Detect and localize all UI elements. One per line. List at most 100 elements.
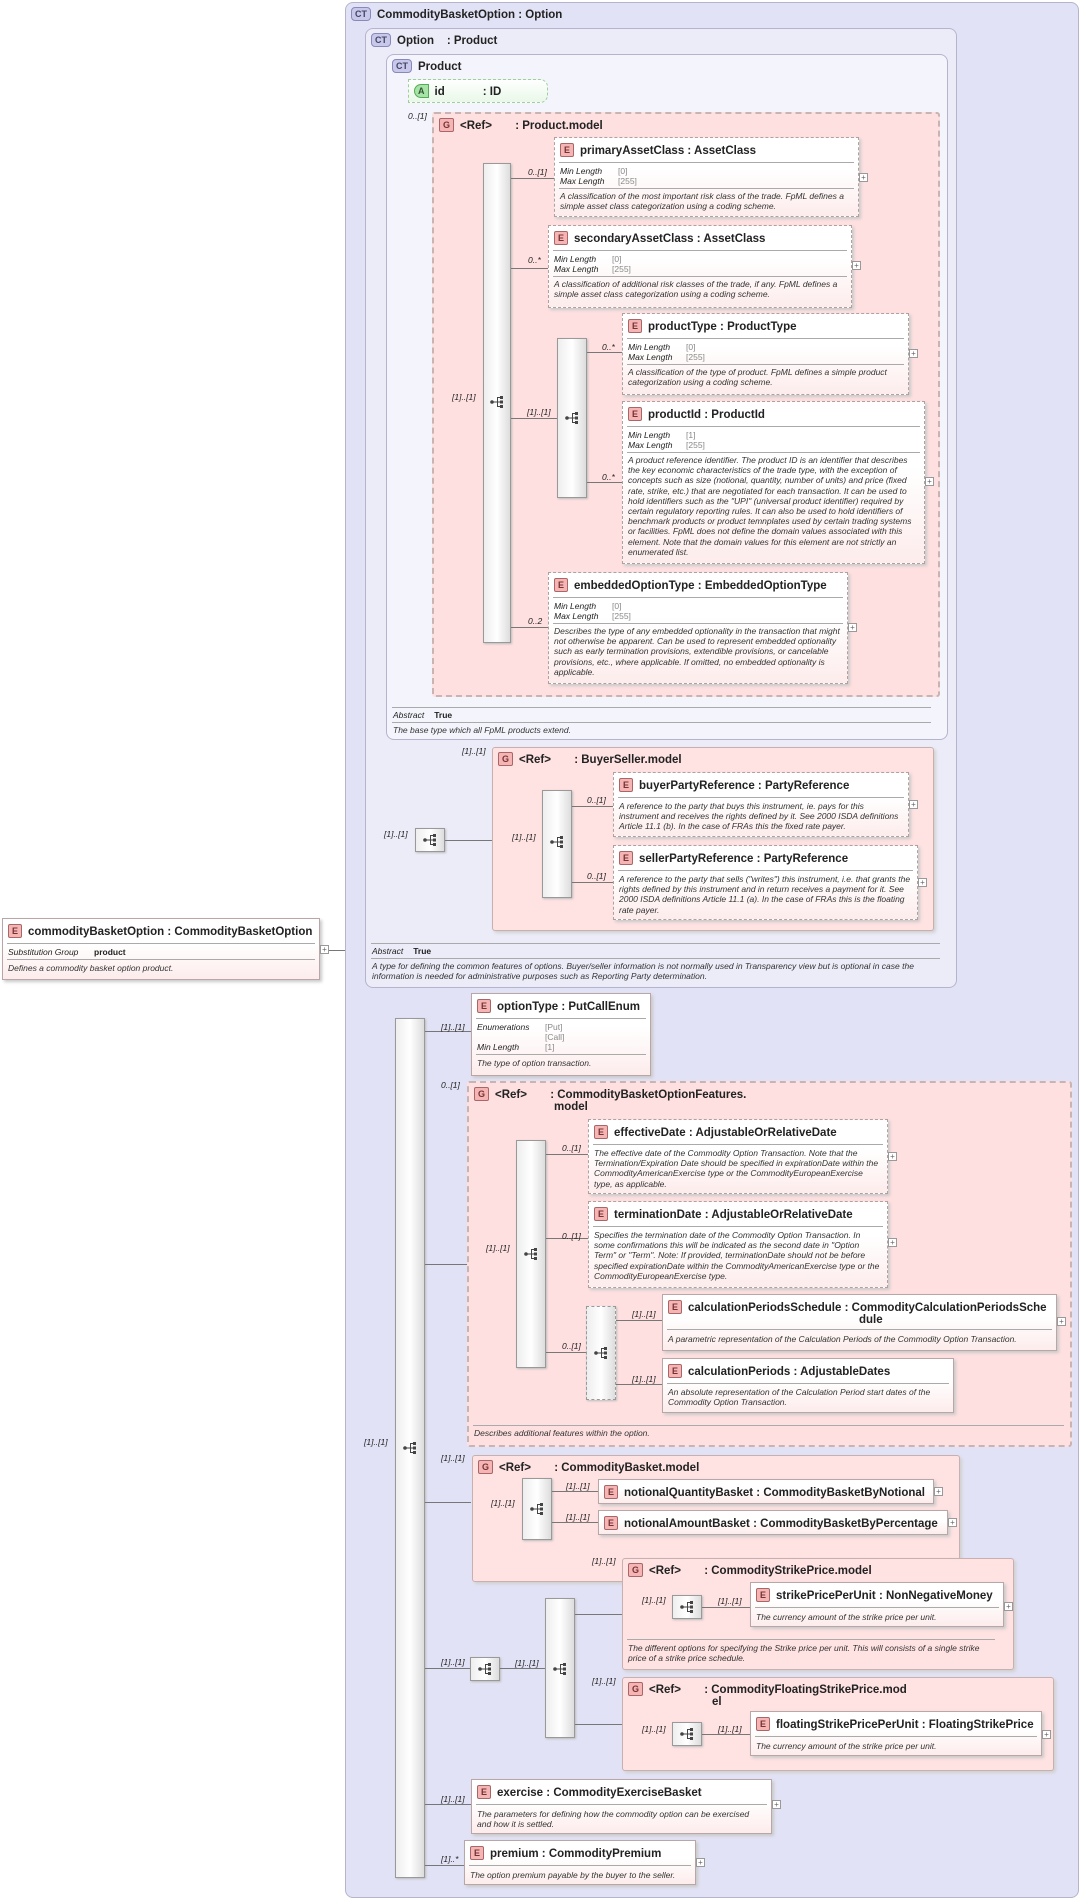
prop-label: Max Length — [560, 176, 605, 186]
element-doc: A reference to the party that buys this … — [619, 801, 899, 832]
group-badge: G — [474, 1087, 490, 1101]
product-doc: The base type which all FpML products ex… — [393, 725, 571, 735]
group-type: CommodityFloatingStrikePrice.mod — [711, 1684, 907, 1696]
prop-value: [255] — [686, 352, 705, 362]
expand-icon[interactable]: + — [925, 477, 934, 486]
element-type: PartyReference — [763, 853, 849, 865]
element-doc: The parameters for defining how the comm… — [477, 1809, 750, 1830]
group-badge: G — [498, 752, 514, 766]
occurrence: [1]..[1] — [364, 1437, 388, 1447]
element-name: buyerPartyReference — [639, 780, 755, 792]
occurrence: [1]..[1] — [592, 1556, 616, 1566]
expand-icon[interactable]: + — [1042, 1730, 1051, 1739]
expand-icon[interactable]: + — [909, 349, 918, 358]
element-badge: E — [594, 1125, 609, 1139]
connector — [572, 806, 613, 807]
connector — [702, 1607, 750, 1608]
element-name: embeddedOptionType — [574, 580, 695, 592]
element-type: ProductId — [711, 409, 765, 421]
element-type: CommodityBasketByPercentage — [760, 1518, 938, 1530]
group-ref: <Ref> — [495, 1089, 527, 1101]
element-type: AssetClass — [703, 233, 766, 245]
connector — [511, 268, 548, 269]
expand-icon[interactable]: + — [1057, 1317, 1066, 1326]
element-name: effectiveDate — [614, 1127, 686, 1139]
sep: : — [546, 1787, 551, 1799]
expand-icon[interactable]: + — [696, 1858, 705, 1867]
occurrence: 0..* — [602, 472, 615, 482]
ct-badge: CT — [392, 59, 412, 73]
expand-icon[interactable]: + — [948, 1518, 957, 1527]
element-type: AdjustableOrRelativeDate — [711, 1209, 853, 1221]
expand-icon[interactable]: + — [909, 800, 918, 809]
sequence-compositor[interactable] — [672, 1722, 702, 1746]
element-name: premium — [490, 1848, 539, 1860]
ct-badge: CT — [351, 7, 371, 21]
connector — [587, 352, 622, 353]
sep: : — [793, 1366, 798, 1378]
expand-icon[interactable]: + — [888, 1152, 897, 1161]
expand-icon[interactable]: + — [888, 1238, 897, 1247]
element-type: CommodityCalculationPeriodsSche — [851, 1302, 1047, 1314]
connector — [616, 1384, 662, 1385]
expand-icon[interactable]: + — [918, 878, 927, 887]
expand-icon[interactable]: + — [1004, 1602, 1013, 1611]
attr-type: ID — [489, 86, 502, 98]
sep: : — [687, 145, 692, 157]
element-badge: E — [554, 578, 569, 592]
occurrence: 0..[1] — [587, 795, 606, 805]
group-badge: G — [628, 1682, 644, 1696]
expand-icon[interactable]: + — [934, 1487, 943, 1496]
prop-value: [255] — [612, 264, 631, 274]
element-doc: A classification of the type of product.… — [628, 367, 887, 388]
connector — [546, 1238, 588, 1239]
expand-icon[interactable]: + — [848, 623, 857, 632]
occurrence: 0..* — [528, 255, 541, 265]
element-type: NonNegativeMoney — [885, 1590, 993, 1602]
element-type: PartyReference — [764, 780, 850, 792]
occurrence: [1]..[1] — [718, 1724, 742, 1734]
element-name: calculationPeriods — [688, 1366, 791, 1378]
expand-icon[interactable]: + — [859, 173, 868, 182]
abstract-value: True — [434, 710, 453, 720]
occurrence: [1]..[1] — [441, 1657, 465, 1667]
sequence-icon — [594, 1347, 607, 1359]
connector — [425, 1865, 464, 1866]
connector — [425, 1502, 471, 1503]
element-doc: The type of option transaction. — [477, 1058, 592, 1068]
element-doc: A product reference identifier. The prod… — [628, 455, 912, 557]
prop-value: [1] — [545, 1042, 555, 1052]
sep: : — [844, 1302, 849, 1314]
attribute-badge: A — [414, 84, 429, 98]
expand-icon[interactable]: + — [772, 1800, 781, 1809]
expand-icon[interactable]: + — [852, 261, 861, 270]
abstract-label: Abstract — [393, 710, 425, 720]
expand-icon[interactable]: + — [320, 945, 329, 954]
occurrence: [1]..[1] — [491, 1498, 515, 1508]
prop-label: Min Length — [628, 430, 671, 440]
group-type: Product.model — [522, 120, 603, 132]
ct-badge: CT — [371, 33, 391, 47]
element-doc: The option premium payable by the buyer … — [470, 1870, 676, 1880]
element-badge: E — [628, 319, 643, 333]
